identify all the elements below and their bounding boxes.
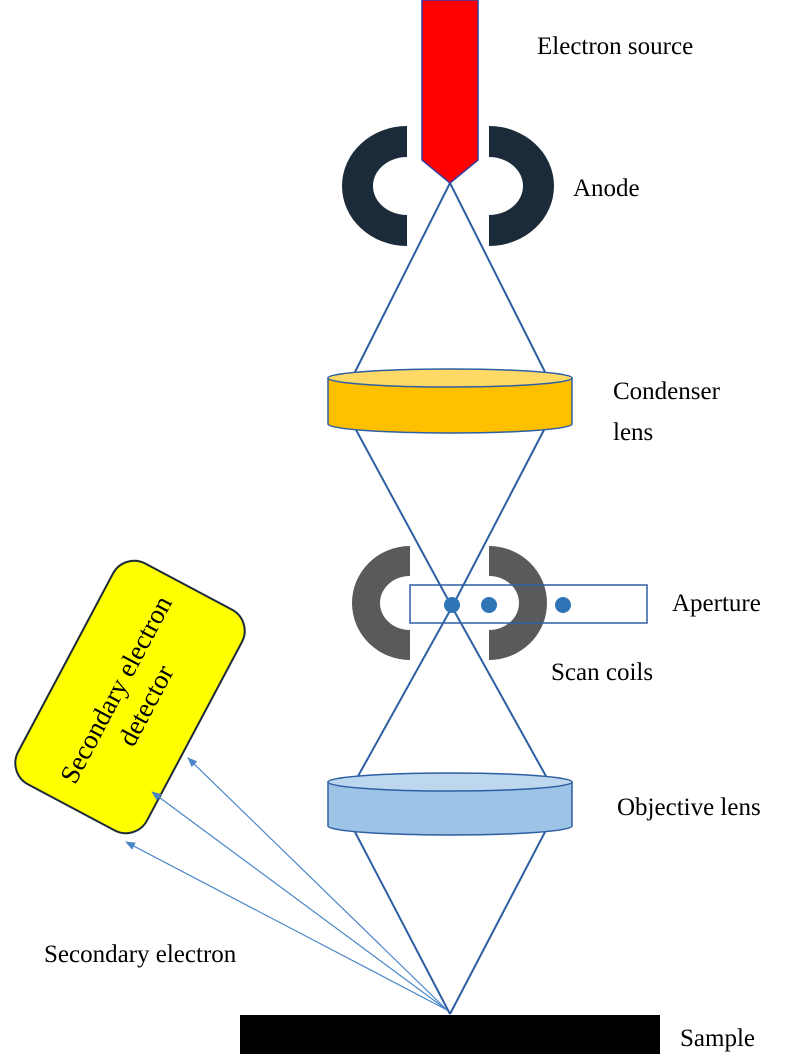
sample-stage <box>240 1015 660 1054</box>
electron-beam <box>354 182 548 1015</box>
label-electron-source: Electron source <box>537 33 693 60</box>
secondary-electron-arrow <box>125 841 448 1011</box>
label-secondary-electron: Secondary electron <box>44 941 237 968</box>
objective-lens <box>327 772 573 836</box>
electron-source-tip <box>421 0 479 184</box>
aperture-dot <box>481 597 497 613</box>
label-condenser-line2: lens <box>613 419 653 446</box>
label-aperture: Aperture <box>672 590 761 617</box>
label-objective-lens: Objective lens <box>617 794 761 821</box>
condenser-lens <box>327 368 573 434</box>
anode-right-half <box>489 126 554 246</box>
secondary-electron-arrow <box>187 757 448 1011</box>
anode-left-half <box>342 126 407 246</box>
secondary-electron-arrow <box>151 791 448 1011</box>
aperture-dot <box>555 597 571 613</box>
label-scan-coils: Scan coils <box>551 659 653 686</box>
label-condenser-line1: Condenser <box>613 378 721 405</box>
scan-coils <box>352 546 547 660</box>
label-anode: Anode <box>573 175 640 202</box>
scan-coil-left-half <box>352 546 410 660</box>
secondary-electron-detector: Secondary electron detector <box>14 559 246 835</box>
aperture-dot <box>444 597 460 613</box>
anode <box>342 126 554 246</box>
aperture <box>409 584 648 624</box>
label-sample: Sample <box>680 1025 755 1052</box>
secondary-electron-arrows <box>125 757 448 1011</box>
scan-coil-right-half <box>489 546 547 660</box>
